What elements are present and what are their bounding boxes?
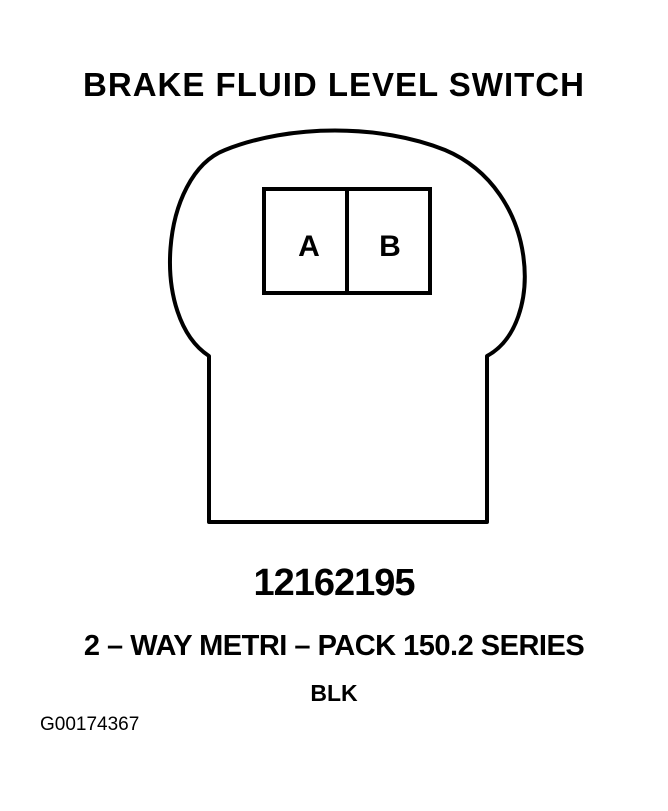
connector-series: 2 – WAY METRI – PACK 150.2 SERIES — [83, 630, 585, 662]
pin-label-a: A — [298, 230, 320, 263]
part-number: 12162195 — [253, 562, 415, 604]
pin-label-b: B — [379, 230, 401, 263]
connector-outline — [168, 128, 527, 524]
pin-cavity-b — [345, 187, 432, 295]
figure-id: G00174367 — [40, 714, 140, 735]
connector-color: BLK — [310, 680, 358, 706]
diagram-title: BRAKE FLUID LEVEL SWITCH — [83, 66, 585, 103]
